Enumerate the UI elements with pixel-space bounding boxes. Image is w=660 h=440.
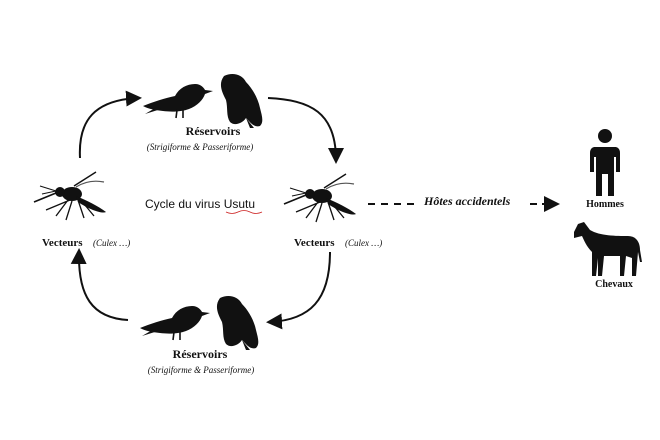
diagram-title: Cycle du virus Usutu <box>145 197 255 211</box>
reservoir-bottom-sublabel: (Strigiforme & Passeriforme) <box>148 365 255 375</box>
host-horses-label: Chevaux <box>595 279 633 290</box>
vector-right-sublabel: (Culex …) <box>345 238 382 248</box>
reservoir-bottom-group: Réservoirs (Strigiforme & Passeriforme) <box>139 296 259 375</box>
title-underline <box>225 210 263 214</box>
host-humans-label: Hommes <box>586 199 624 210</box>
human-icon <box>590 129 620 196</box>
vector-right-label: Vecteurs <box>294 237 335 249</box>
blackbird-icon <box>142 83 214 119</box>
vector-left-sublabel: (Culex …) <box>93 238 130 248</box>
reservoir-top-sublabel: (Strigiforme & Passeriforme) <box>147 142 254 152</box>
arrow-top-to-right <box>267 97 344 164</box>
reservoir-top-label: Réservoirs <box>186 124 241 138</box>
arrow-right-to-bottom <box>266 251 331 330</box>
vector-right-group: Vecteurs (Culex …) <box>283 173 382 249</box>
mosquito-icon <box>33 171 107 221</box>
reservoir-top-group: Réservoirs (Strigiforme & Passeriforme) <box>142 74 263 152</box>
owl-icon <box>220 74 263 128</box>
reservoir-bottom-label: Réservoirs <box>173 347 228 361</box>
vector-left-group: Vecteurs (Culex …) <box>33 171 130 249</box>
mosquito-icon <box>283 173 357 223</box>
arrow-left-to-top <box>78 90 142 159</box>
owl-icon <box>216 296 259 350</box>
horse-icon <box>574 222 642 276</box>
arrow-bottom-to-left <box>70 248 129 321</box>
blackbird-icon <box>139 305 211 341</box>
accidental-hosts-label: Hôtes accidentels <box>423 194 511 208</box>
vector-left-label: Vecteurs <box>42 237 83 249</box>
